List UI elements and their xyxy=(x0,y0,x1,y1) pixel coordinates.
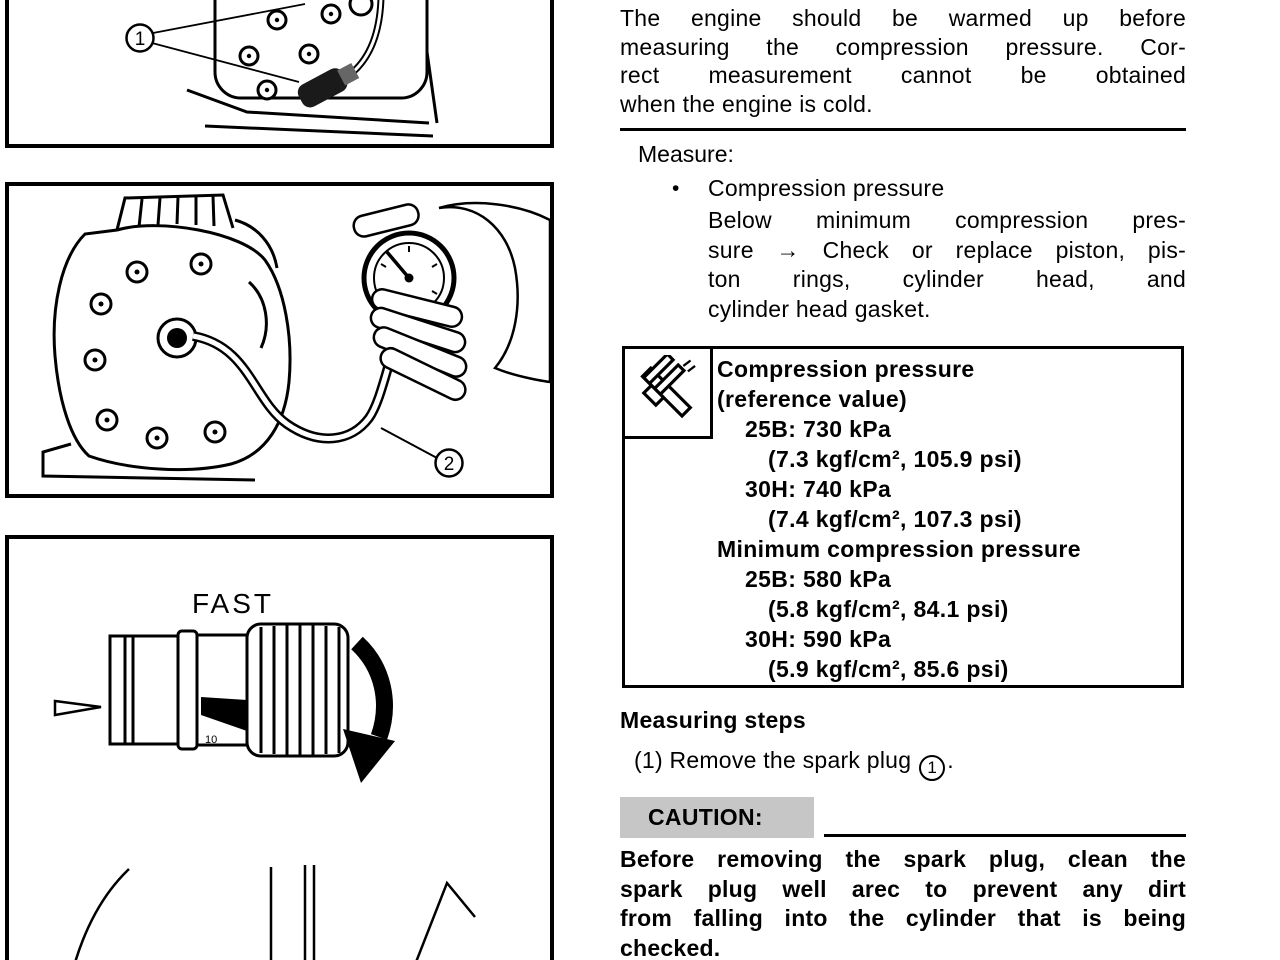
text-line: measuring the compression pressure. Cor- xyxy=(620,33,1186,60)
lower-engine-sketch xyxy=(74,865,476,960)
spec-line: 30H: 740 kPa xyxy=(745,476,892,502)
text-line: The engine should be warmed up before xyxy=(620,5,1186,31)
figure-compression-gauge: 2 xyxy=(5,182,554,498)
rotate-arrow-head xyxy=(343,729,395,783)
spec-line: (7.4 kgf/cm², 107.3 psi) xyxy=(768,506,1022,532)
text-line: from falling into the cylinder that is b… xyxy=(620,905,1186,931)
caution-row: CAUTION: xyxy=(620,797,1186,838)
callout-2-marker: 2 xyxy=(380,427,464,478)
text-line: checked. xyxy=(620,934,721,960)
text-line: rect measurement cannot be obtained xyxy=(620,62,1186,88)
spark-plug-adapter-center xyxy=(167,328,187,348)
spark-plug-wire xyxy=(350,0,385,75)
spec-line: 30H: 590 kPa xyxy=(745,626,892,652)
text-line: spark plug well arec to prevent any dirt xyxy=(620,875,1186,902)
caution-paragraph: Before removing the spark plug, clean th… xyxy=(620,845,1186,960)
step-1-period: . xyxy=(947,747,954,773)
throttle-grip-outline xyxy=(108,622,350,758)
callout-1-ref: 1 xyxy=(919,754,946,781)
grip-mark-label: 10 xyxy=(205,734,217,746)
callout-1-label: 1 xyxy=(135,29,146,50)
text-line: ton rings, cylinder head, and xyxy=(708,266,1186,292)
bolt-centers xyxy=(246,11,334,93)
rotate-arrow-shaft xyxy=(350,636,393,740)
gauge-needle xyxy=(385,250,411,280)
spec-line: Minimum compression pressure xyxy=(717,536,1081,562)
bullet-detail-paragraph: Below minimum compression pres- sure → C… xyxy=(708,206,1186,324)
throttle-wedge-mark xyxy=(201,697,247,731)
bullet-icon: • xyxy=(672,177,680,200)
throttle-indicator-pointer xyxy=(53,699,102,717)
callout-1-marker: 1 xyxy=(125,3,306,83)
figure-engine-top-art: 1 xyxy=(125,0,439,138)
hand-palm xyxy=(438,201,550,384)
fast-label: FAST xyxy=(192,588,274,619)
intro-paragraph: The engine should be warmed up before me… xyxy=(620,4,1186,118)
step-1: (1) Remove the spark plug 1. xyxy=(620,747,1186,781)
text-line: cylinder head gasket. xyxy=(708,295,931,322)
figure-compression-gauge-art: 2 xyxy=(41,193,550,482)
spec-line: 25B: 580 kPa xyxy=(745,566,892,592)
spec-lines: Compression pressure (reference value) 2… xyxy=(625,354,1181,684)
measure-heading: Measure: xyxy=(638,141,734,167)
bolt-centers xyxy=(92,261,218,441)
text-column: The engine should be warmed up before me… xyxy=(620,0,1186,960)
figure-throttle-grip: FAST 10 xyxy=(5,535,554,960)
thumb xyxy=(352,203,420,238)
engine-outline xyxy=(186,0,439,138)
spec-line: (reference value) xyxy=(717,386,908,412)
text-line: when the engine is cold. xyxy=(620,90,873,117)
spec-icon-cell xyxy=(625,349,713,439)
spark-plug-wire-inner xyxy=(351,0,383,74)
fingers xyxy=(369,288,468,402)
caution-rule xyxy=(824,834,1186,837)
text-line: Below minimum compression pres- xyxy=(708,207,1186,233)
engine-block-outline xyxy=(41,193,292,482)
gauge-hose xyxy=(191,323,408,444)
step-1-text: (1) Remove the spark plug xyxy=(634,747,912,773)
gauge-needle-hub xyxy=(404,273,414,283)
spec-line: Compression pressure xyxy=(717,356,975,382)
figure-throttle-grip-art: FAST 10 xyxy=(53,588,476,960)
spark-plug-boot xyxy=(297,62,360,108)
callout-2-label: 2 xyxy=(444,454,455,475)
caliper-icon xyxy=(639,354,696,418)
gauge-hose-inner xyxy=(192,324,406,441)
text-line: Before removing the spark plug, clean th… xyxy=(620,846,1186,872)
caution-label: CAUTION: xyxy=(620,797,814,838)
text-line: sure → Check or replace piston, pis- xyxy=(708,236,1186,263)
spec-line: 25B: 730 kPa xyxy=(745,416,892,442)
section-rule xyxy=(620,128,1186,131)
spec-box: Compression pressure (reference value) 2… xyxy=(622,346,1184,688)
spec-line: (5.9 kgf/cm², 85.6 psi) xyxy=(768,656,1009,682)
measuring-steps-heading: Measuring steps xyxy=(620,707,806,733)
figure-engine-top: 1 xyxy=(5,0,554,148)
measure-bullet-item: Compression pressure xyxy=(708,175,945,201)
spec-line: (5.8 kgf/cm², 84.1 psi) xyxy=(768,596,1009,622)
spec-line: (7.3 kgf/cm², 105.9 psi) xyxy=(768,446,1022,472)
